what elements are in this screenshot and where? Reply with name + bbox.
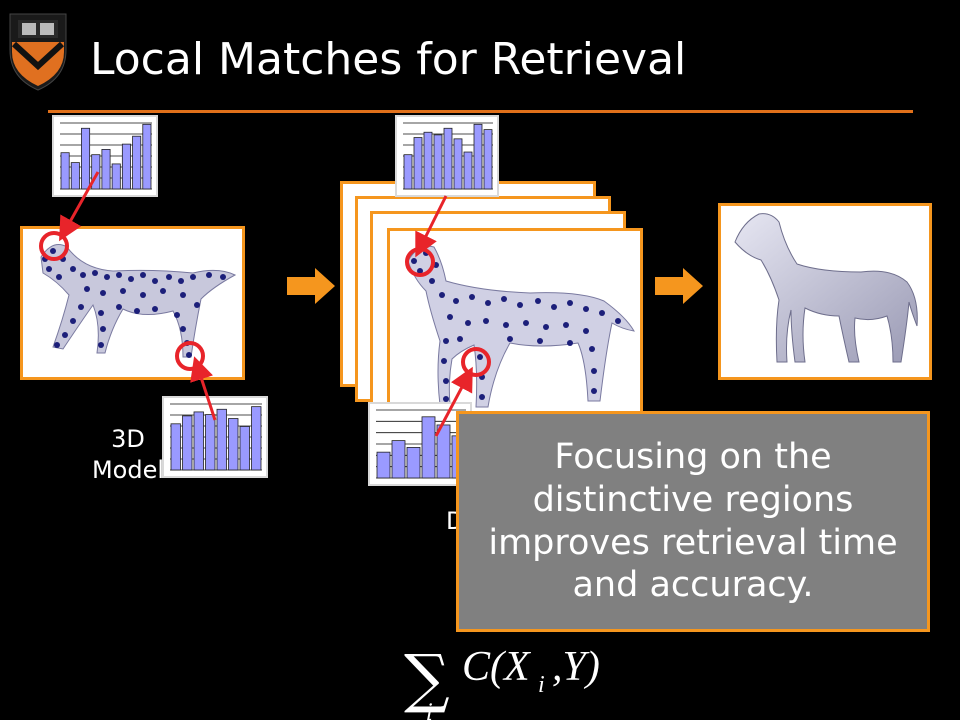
histogram-bar (391, 440, 406, 479)
histogram-bar (251, 406, 262, 471)
dog-standing-points-image (407, 245, 635, 408)
right-arrow-icon (655, 268, 703, 304)
query-descriptor-histogram-bottom (162, 396, 268, 478)
model-label-line1: 3D (111, 425, 145, 453)
histogram-bar (421, 416, 436, 479)
histogram-bar (60, 152, 70, 190)
histogram-bar (142, 123, 152, 190)
histogram-bar (453, 138, 463, 190)
histogram-bar (483, 129, 493, 190)
histogram-bar (376, 451, 391, 479)
histogram-bar (91, 154, 101, 190)
database-descriptor-histogram-top (395, 115, 499, 197)
svg-text:,Y): ,Y) (552, 644, 600, 690)
histogram-bar (239, 426, 250, 471)
histogram-bar (403, 154, 413, 190)
histogram-bar (193, 411, 204, 471)
match-arrow (434, 366, 473, 437)
horse-model-image (734, 213, 918, 363)
model-label: 3D Model (78, 424, 178, 486)
slide-title: Local Matches for Retrieval (90, 34, 687, 85)
callout-box: Focusing on the distinctive regions impr… (456, 411, 930, 632)
histogram-chart (170, 403, 262, 471)
svg-text:i: i (426, 701, 433, 720)
histogram-chart (403, 122, 493, 190)
match-arrow (415, 195, 448, 258)
histogram-bar (228, 418, 239, 471)
feature-marker-circle (461, 347, 491, 377)
feature-marker-circle (175, 341, 205, 371)
model-label-line2: Model (91, 456, 165, 485)
histogram-bar (81, 127, 91, 190)
match-arrow (190, 356, 217, 421)
shield-logo-icon (9, 13, 67, 91)
histogram-bar (216, 408, 227, 471)
histogram-bar (182, 415, 193, 471)
histogram-bar (423, 131, 433, 190)
feature-marker-circle (405, 247, 435, 277)
histogram-bar (111, 163, 121, 190)
query-descriptor-histogram-top (52, 115, 158, 197)
title-divider (48, 110, 913, 113)
histogram-bar (205, 414, 216, 471)
dog-model-points-image (40, 244, 237, 358)
histogram-bar (101, 149, 111, 190)
callout-text: Focusing on the distinctive regions impr… (488, 437, 898, 606)
match-cost-formula: ∑ i C(X i ,Y) (404, 642, 600, 720)
histogram-bar (70, 162, 80, 190)
histogram-bar (132, 135, 142, 190)
feature-marker-circle (39, 231, 69, 261)
match-arrow (59, 171, 100, 242)
histogram-chart (60, 122, 152, 190)
svg-text:i: i (538, 672, 545, 698)
histogram-bar (170, 423, 181, 471)
histogram-bar (433, 134, 443, 190)
histogram-bar (413, 137, 423, 190)
histogram-bar (406, 447, 421, 479)
histogram-bar (463, 151, 473, 190)
histogram-bar (473, 123, 483, 190)
histogram-bar (121, 143, 131, 190)
right-arrow-icon (287, 268, 335, 304)
svg-text:∑: ∑ (404, 642, 450, 716)
histogram-bar (443, 127, 453, 190)
svg-text:C(X: C(X (462, 644, 532, 690)
database-card-4 (387, 228, 643, 428)
retrieved-model-frame (718, 203, 932, 380)
query-model-frame (20, 226, 245, 380)
